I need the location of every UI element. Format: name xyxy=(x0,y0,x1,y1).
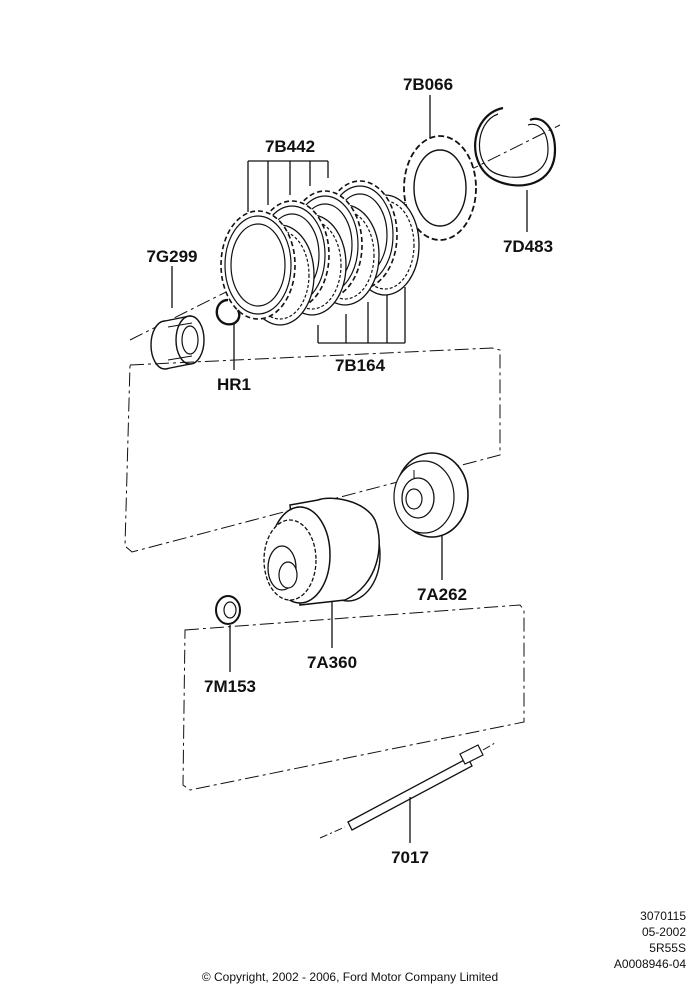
clutch-pack xyxy=(220,180,420,326)
clutch-drum-7A360 xyxy=(263,497,381,606)
leader-7B442 xyxy=(247,160,329,212)
axis-line-upper xyxy=(129,124,561,341)
phantom-frame-lower xyxy=(182,604,525,791)
meta-line-2: 05-2002 xyxy=(641,925,686,939)
label-7M153: 7M153 xyxy=(204,677,256,696)
label-7B442: 7B442 xyxy=(265,137,315,156)
label-HR1: HR1 xyxy=(217,375,251,394)
copyright-notice: © Copyright, 2002 - 2006, Ford Motor Com… xyxy=(201,970,499,984)
meta-line-3: 5R55S xyxy=(649,941,686,955)
label-7B066: 7B066 xyxy=(403,75,453,94)
thrust-washer-7M153 xyxy=(215,595,241,625)
pressure-plate-7B066 xyxy=(403,135,477,241)
leader-7B164 xyxy=(317,287,406,344)
phantom-frame-upper xyxy=(124,347,501,553)
one-way-clutch-7G299 xyxy=(150,315,205,370)
meta-line-1: 3070115 xyxy=(640,909,686,923)
label-7A360: 7A360 xyxy=(307,653,357,672)
label-7G299: 7G299 xyxy=(146,247,197,266)
retaining-clip-HR1 xyxy=(215,298,241,326)
diagram-meta: 3070115 05-2002 5R55S A0008946-04 xyxy=(614,908,686,972)
label-7B164: 7B164 xyxy=(335,356,386,375)
input-shaft-7017 xyxy=(319,742,496,839)
snap-ring-7D483 xyxy=(474,106,557,187)
label-7D483: 7D483 xyxy=(503,237,553,256)
clutch-ring-7B442-1 xyxy=(220,210,296,320)
label-7017: 7017 xyxy=(391,848,429,867)
piston-housing-7A262 xyxy=(393,452,469,538)
label-7A262: 7A262 xyxy=(417,585,467,604)
meta-line-4: A0008946-04 xyxy=(613,957,686,971)
